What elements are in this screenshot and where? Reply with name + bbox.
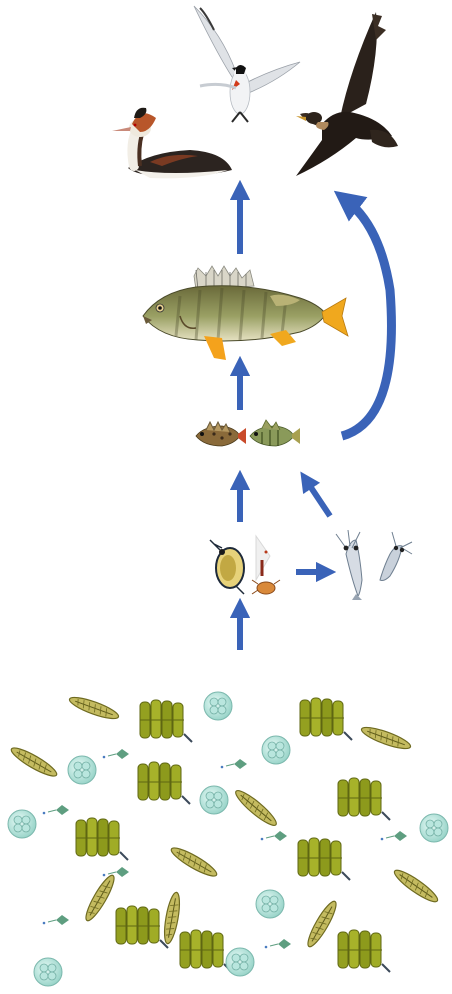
arrow-mysid-to-smallfish: [306, 480, 330, 516]
green-algae-colony: [338, 778, 390, 820]
diatom: [8, 744, 59, 780]
coccoid-algae: [68, 756, 96, 784]
phytoplankton-field: [8, 692, 448, 986]
diatom: [391, 866, 440, 906]
small-perch: [250, 420, 300, 446]
diatom: [232, 787, 280, 830]
flagellate: [43, 915, 69, 925]
green-algae-colony: [140, 700, 192, 742]
green-algae-colony: [180, 930, 232, 972]
flagellate: [381, 831, 407, 841]
flagellate: [103, 867, 129, 877]
diatom: [82, 872, 118, 923]
arrow-smallfish-to-cormorant: [342, 200, 391, 436]
rotifer: [256, 536, 270, 580]
coccoid-algae: [204, 692, 232, 720]
coccoid-algae: [34, 958, 62, 986]
green-algae-colony: [76, 818, 128, 860]
food-web-arrows: [240, 190, 391, 650]
daphnia: [210, 540, 244, 594]
perch: [143, 266, 348, 360]
diatom: [168, 844, 219, 880]
flagellate: [43, 805, 69, 815]
tern: [194, 6, 300, 122]
coccoid-algae: [200, 786, 228, 814]
coccoid-algae: [8, 810, 36, 838]
diatom: [304, 898, 340, 949]
copepod-larva: [252, 580, 280, 594]
ruffe: [196, 422, 246, 446]
green-algae-colony: [338, 930, 390, 972]
mysid-shrimp: [336, 530, 362, 600]
flagellate: [103, 749, 129, 759]
flagellate: [265, 939, 291, 949]
coccoid-algae: [262, 736, 290, 764]
flagellate: [261, 831, 287, 841]
cormorant: [296, 12, 398, 176]
diatom: [360, 723, 413, 752]
coccoid-algae: [420, 814, 448, 842]
coccoid-algae: [256, 890, 284, 918]
great-crested-grebe: [112, 108, 232, 179]
flagellate: [221, 759, 247, 769]
green-algae-colony: [298, 838, 350, 880]
green-algae-colony: [138, 762, 190, 804]
mysid-shrimp-2: [380, 532, 412, 581]
diatom: [162, 891, 183, 944]
green-algae-colony: [116, 906, 168, 948]
coccoid-algae: [226, 948, 254, 976]
green-algae-colony: [300, 698, 352, 740]
diatom: [68, 693, 121, 722]
